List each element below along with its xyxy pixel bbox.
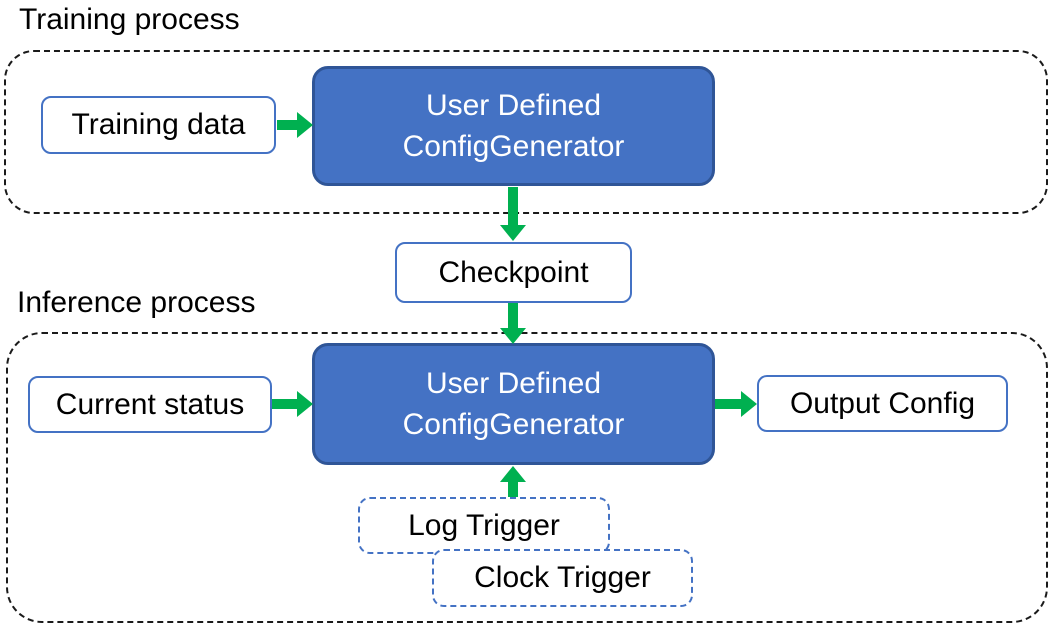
training-data-label: Training data — [71, 108, 246, 141]
inference-process-container — [6, 332, 1048, 623]
arrow-shaft — [508, 482, 518, 497]
inference-process-title: Inference process — [17, 286, 256, 319]
arrow-head-down — [500, 225, 526, 241]
training-config-generator-box: User Defined ConfigGenerator — [312, 66, 715, 186]
arrow-generator-to-checkpoint — [500, 187, 526, 241]
generator-label-line2: ConfigGenerator — [402, 130, 625, 163]
arrow-head-right — [741, 391, 757, 417]
arrow-head-down — [500, 328, 526, 344]
training-config-generator-label: User Defined ConfigGenerator — [403, 85, 625, 167]
arrow-head-right — [297, 112, 313, 138]
training-process-container — [4, 50, 1048, 214]
arrow-shaft — [272, 399, 297, 409]
clock-trigger-label: Clock Trigger — [474, 561, 651, 594]
clock-trigger-box: Clock Trigger — [432, 549, 693, 607]
checkpoint-label: Checkpoint — [438, 255, 589, 289]
arrow-triggers-to-generator — [500, 466, 526, 497]
arrow-checkpoint-to-generator — [500, 303, 526, 344]
training-data-box: Training data — [41, 96, 276, 154]
arrow-current-status-to-generator — [272, 391, 313, 417]
log-trigger-label: Log Trigger — [408, 508, 560, 542]
arrow-shaft — [277, 120, 297, 130]
output-config-label: Output Config — [789, 386, 976, 420]
checkpoint-box: Checkpoint — [395, 242, 632, 303]
current-status-box: Current status — [28, 376, 272, 433]
arrow-head-right — [297, 391, 313, 417]
generator-label-line1: User Defined — [425, 89, 602, 122]
inference-config-generator-box: User Defined ConfigGenerator — [312, 343, 715, 465]
arrow-shaft — [508, 187, 518, 225]
inference-config-generator-label: User Defined ConfigGenerator — [403, 363, 625, 445]
arrow-shaft — [508, 303, 518, 328]
output-config-box: Output Config — [757, 375, 1008, 432]
training-process-title: Training process — [19, 3, 240, 36]
arrow-generator-to-output-config — [715, 391, 757, 417]
generator-label-line2: ConfigGenerator — [402, 408, 625, 441]
generator-label-line1: User Defined — [425, 367, 602, 400]
arrow-head-up — [500, 466, 526, 482]
log-trigger-box: Log Trigger — [358, 497, 610, 554]
arrow-shaft — [715, 399, 741, 409]
current-status-label: Current status — [55, 387, 245, 421]
arrow-training-data-to-generator — [277, 112, 313, 138]
